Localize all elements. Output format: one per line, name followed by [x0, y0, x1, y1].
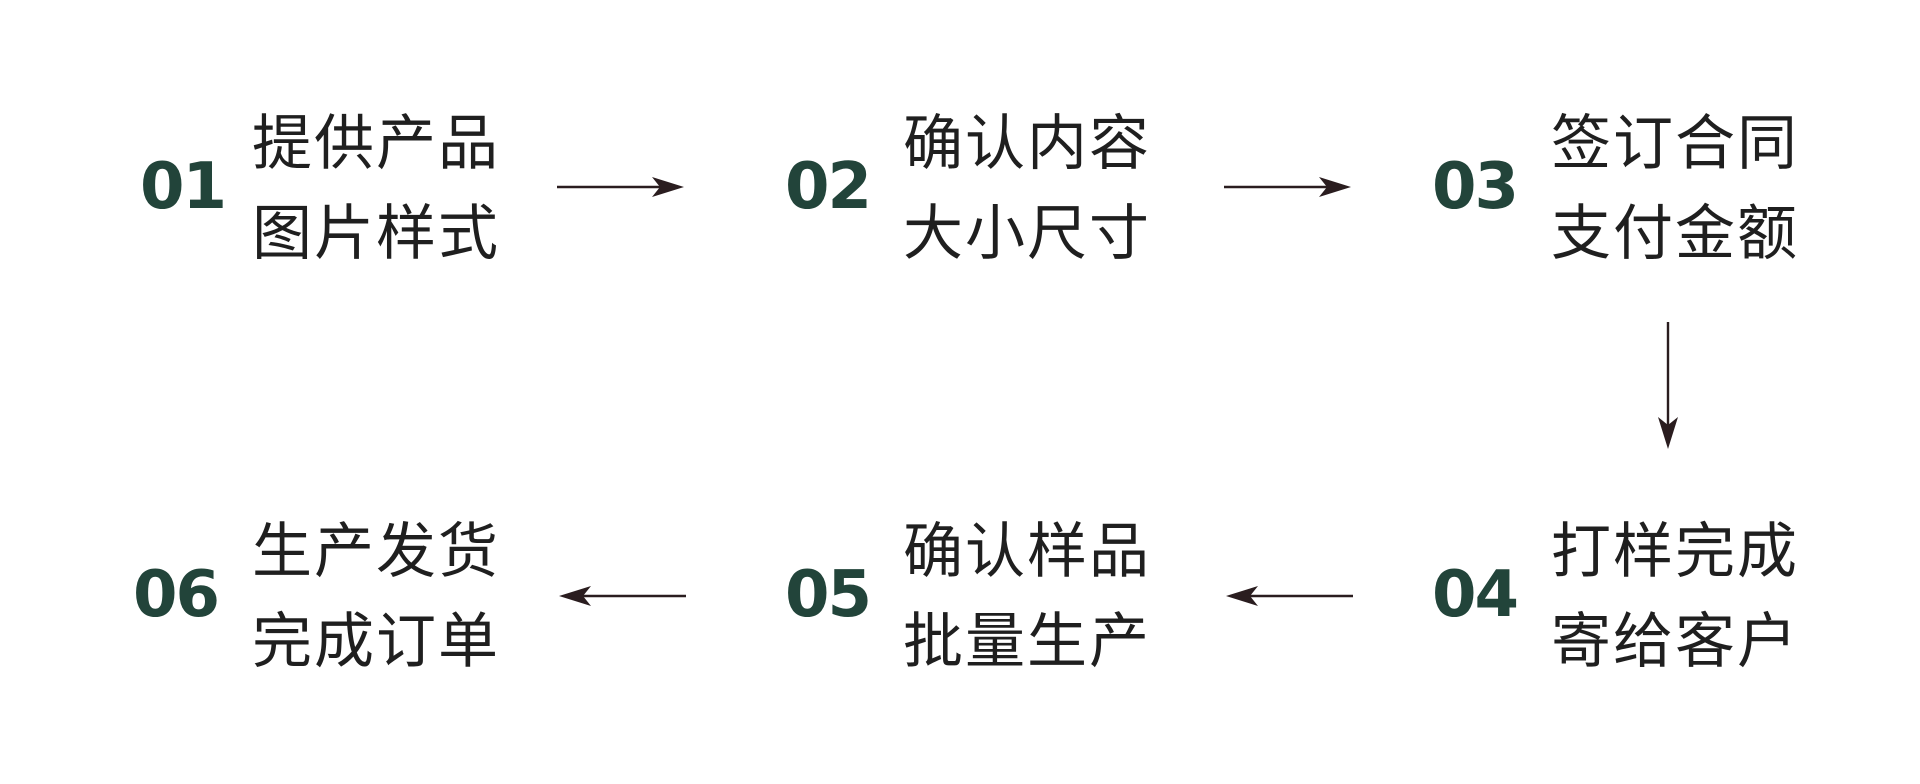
step-label-line-1: 提供产品 [252, 109, 500, 179]
step-label-line-2: 寄给客户 [1551, 607, 1799, 677]
step-label-line-2: 支付金额 [1551, 199, 1799, 269]
arrow-left-icon [559, 586, 686, 606]
step-label-line-1: 确认内容 [903, 109, 1151, 179]
arrow-left-icon [1226, 586, 1353, 606]
step-label: 签订合同 支付金额 [1551, 102, 1851, 272]
step-label: 确认样品 批量生产 [903, 510, 1203, 680]
step-label-line-2: 批量生产 [903, 607, 1151, 677]
step-label: 提供产品 图片样式 [252, 102, 552, 272]
arrow-right-icon [557, 177, 684, 197]
step-number: 03 [1432, 150, 1519, 224]
arrow-right-icon [1224, 177, 1351, 197]
step-number: 06 [133, 558, 220, 632]
arrow-down-icon [1658, 322, 1678, 449]
step-label-line-1: 签订合同 [1551, 109, 1799, 179]
step-number: 05 [785, 558, 872, 632]
step-label: 打样完成 寄给客户 [1551, 510, 1851, 680]
step-label-line-1: 生产发货 [252, 517, 500, 587]
step-label-line-1: 确认样品 [903, 517, 1151, 587]
step-label-line-2: 图片样式 [252, 199, 500, 269]
step-label-line-2: 完成订单 [252, 607, 500, 677]
step-label-line-1: 打样完成 [1551, 517, 1799, 587]
step-label-line-2: 大小尺寸 [903, 199, 1151, 269]
step-number: 01 [140, 150, 227, 224]
step-number: 04 [1432, 558, 1519, 632]
step-label: 生产发货 完成订单 [252, 510, 552, 680]
step-number: 02 [785, 150, 872, 224]
step-label: 确认内容 大小尺寸 [903, 102, 1203, 272]
